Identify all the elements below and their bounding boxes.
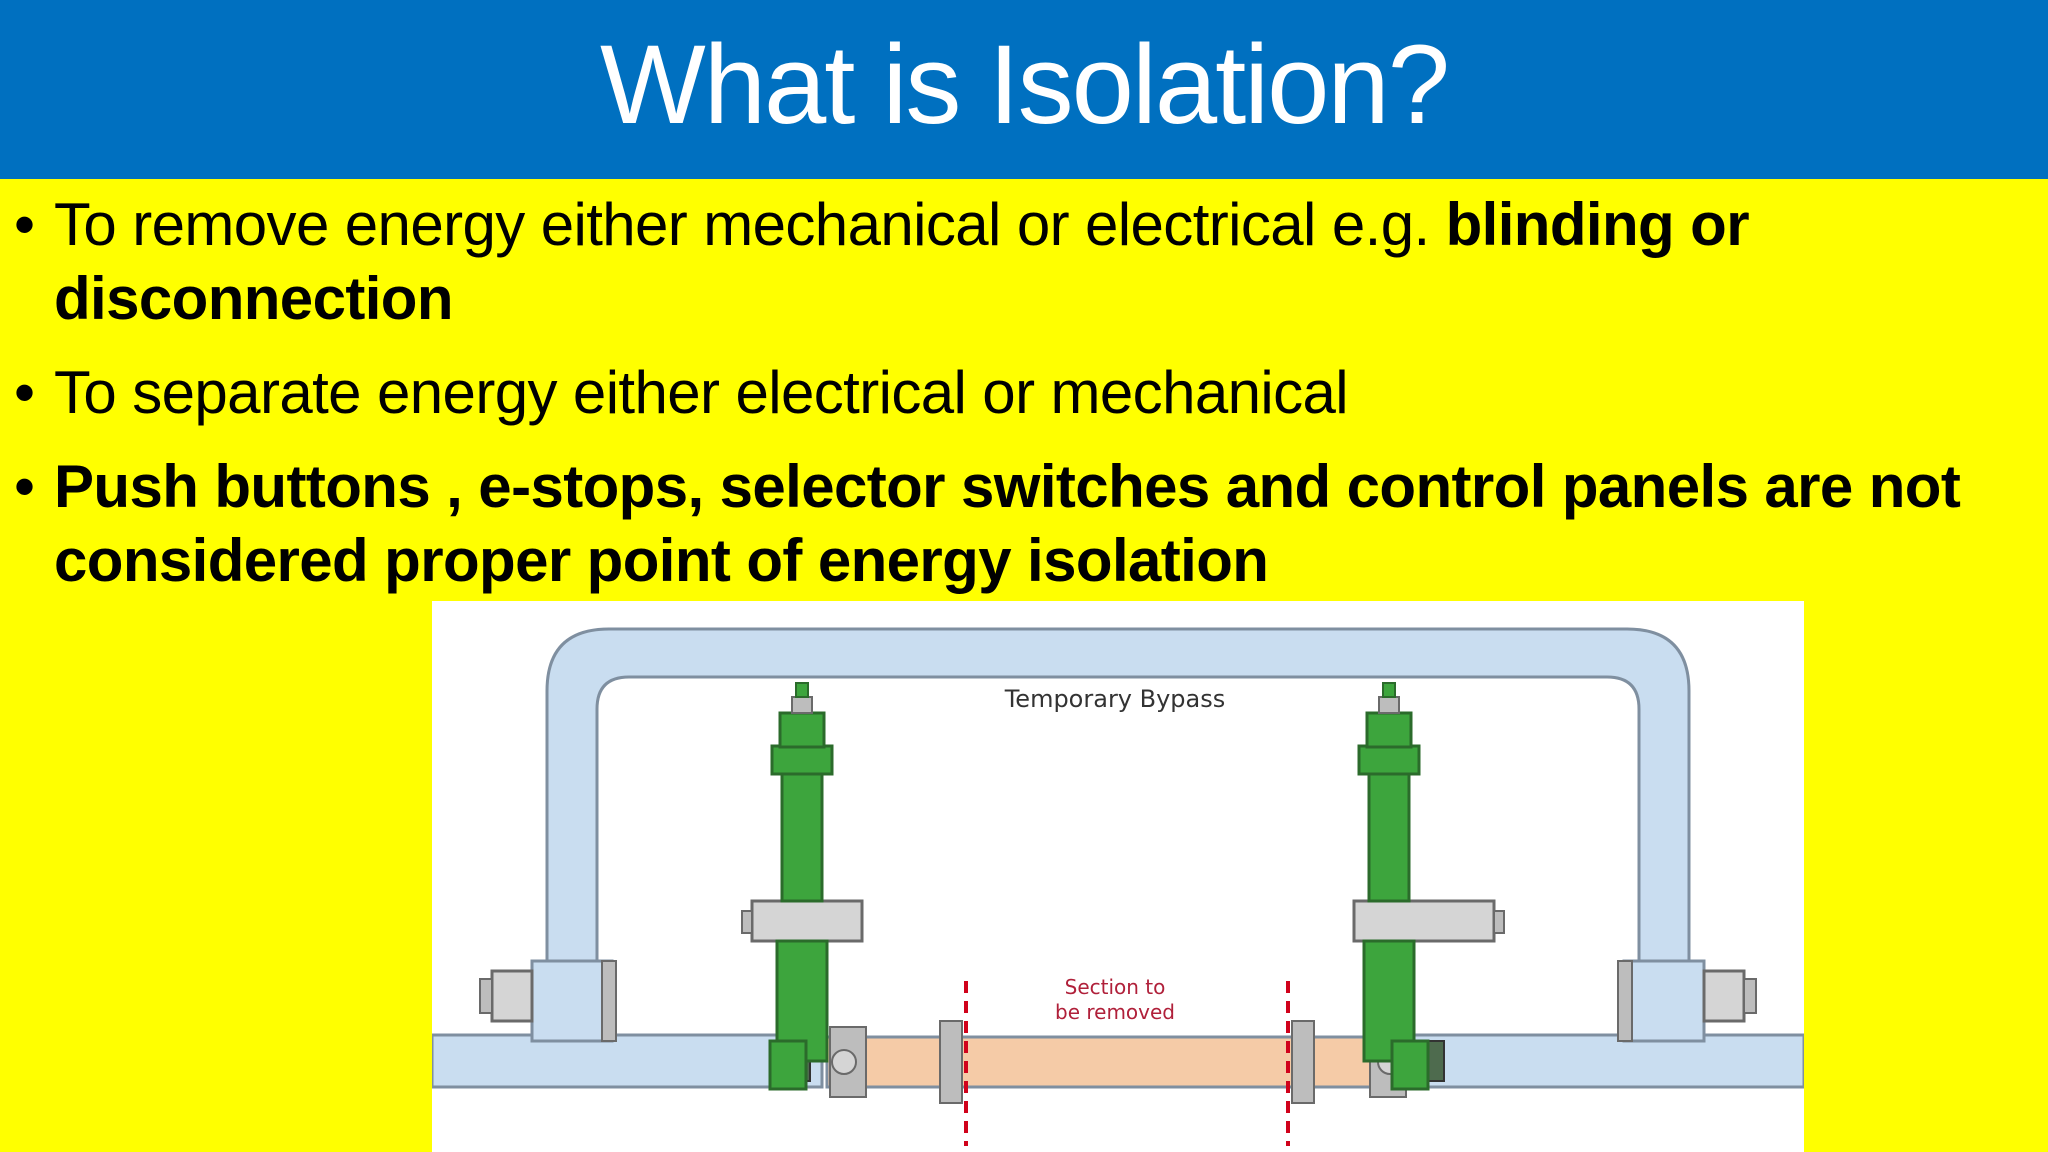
bypass-label: Temporary Bypass xyxy=(1004,685,1226,713)
bypass-tee-left xyxy=(530,959,614,1043)
isolation-diagram: Temporary Bypass Section to be removed xyxy=(432,601,1804,1152)
main-pipe-right xyxy=(1410,1033,1804,1089)
bullet-dot: • xyxy=(14,453,35,520)
flange-left xyxy=(939,1020,963,1104)
bypass-valve-left xyxy=(490,969,534,1023)
bypass-valve-right xyxy=(1702,969,1746,1023)
bullet-text: To remove energy either mechanical or el… xyxy=(54,191,1446,258)
isolation-diagram-svg: Temporary Bypass Section to be removed xyxy=(432,627,1804,1146)
isolation-valve-left xyxy=(741,682,867,1098)
bypass-flange-left xyxy=(601,960,617,1042)
bullet-text-bold: Push buttons , e-stops, selector switche… xyxy=(54,453,1961,594)
slide-title: What is Isolation? xyxy=(600,22,1450,147)
isolation-valve-right xyxy=(1352,682,1505,1098)
bullet-item: • To remove energy either mechanical or … xyxy=(14,188,2024,336)
section-label-line1: Section to xyxy=(1065,975,1166,999)
bullet-item: • To separate energy either electrical o… xyxy=(14,356,2024,430)
bypass-tee-right xyxy=(1622,959,1706,1043)
flange-right xyxy=(1291,1020,1315,1104)
bullet-list: • To remove energy either mechanical or … xyxy=(14,188,2024,598)
bullet-item: • Push buttons , e-stops, selector switc… xyxy=(14,450,2024,598)
section-label-line2: be removed xyxy=(1055,1000,1175,1024)
bypass-handwheel-right xyxy=(1743,978,1757,1014)
bullet-text-bold: blinding or disconnection xyxy=(54,191,1750,332)
bullet-dot: • xyxy=(14,359,35,426)
bypass-handwheel-left xyxy=(479,978,493,1014)
bypass-pipe xyxy=(545,627,1691,1048)
main-pipe-left xyxy=(432,1033,824,1089)
removed-section xyxy=(825,1035,1409,1089)
bypass-flange-right xyxy=(1617,960,1633,1042)
bullet-dot: • xyxy=(14,191,35,258)
title-bar xyxy=(0,0,2048,179)
bullet-text: To separate energy either electrical or … xyxy=(54,359,1349,426)
